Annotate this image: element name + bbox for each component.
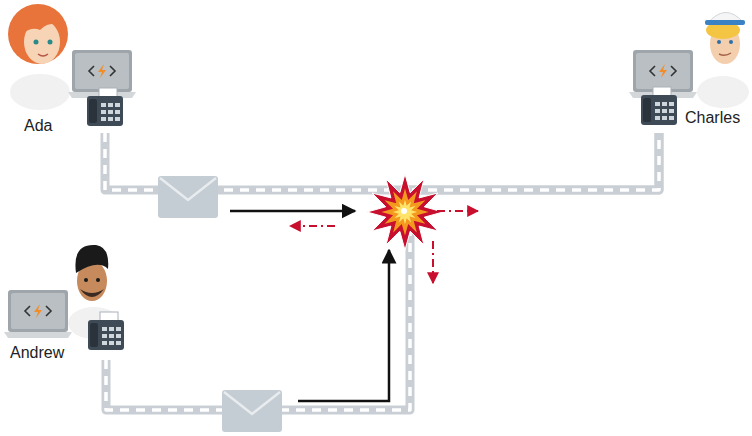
laptop-screen [72,50,132,92]
fax-icon [641,87,677,125]
mouth [719,53,731,55]
fax-key [116,334,121,338]
eye [729,40,733,44]
laptop-icon [4,290,72,338]
eye [34,40,39,45]
chain-outline [105,133,659,190]
shirt [697,76,749,108]
hair [75,245,108,273]
fax-body [87,96,123,126]
envelope-icon [158,176,218,218]
shirt [10,74,70,110]
fax-key [116,327,121,331]
eye [96,278,100,282]
bolt-symbol [34,304,42,318]
chain-outline [106,133,659,410]
fax-key [102,334,107,338]
envelope-icon [222,390,282,432]
laptop-screen [633,50,693,92]
envelope-flap [224,392,280,414]
person-node: Charles [615,0,752,133]
person-figure [8,4,70,110]
fax-key [669,116,674,120]
laptop-display [636,53,690,89]
laptop-base [4,332,72,338]
burst-core [393,200,417,224]
scatter-arrow [437,210,478,212]
burst-middle [381,188,428,235]
fax-key [108,117,113,121]
fax-key [662,116,667,120]
eye [717,40,721,44]
burst-outer [367,174,443,250]
laptop-display [11,293,65,329]
person-node: Ada [0,0,140,133]
fringe [22,19,60,34]
collision-burst [367,174,443,250]
fax-key [109,341,114,345]
envelope-flap [160,178,216,200]
message-arrow [298,250,389,401]
fax-key [115,117,120,121]
fax-key [108,103,113,107]
fax-key [108,110,113,114]
person-name: Ada [24,116,52,136]
person-illustration [0,235,140,360]
fax-key [109,334,114,338]
fax-key [115,103,120,107]
hair [8,4,68,64]
person-figure [697,12,749,108]
fax-key [655,109,660,113]
cap-brim [705,20,745,25]
person-node: Andrew [0,235,140,360]
fax-handset [89,99,97,123]
fax-key [109,327,114,331]
person-illustration [0,0,140,133]
fax-key [115,110,120,114]
person-name: Andrew [10,343,64,363]
laptop-display [75,53,129,89]
mouth [38,54,48,56]
envelope-body [158,176,218,218]
bolt-symbol [659,64,667,78]
beard [80,289,104,297]
eye [48,40,53,45]
fax-key [655,102,660,106]
fax-key [102,341,107,345]
fax-key [669,109,674,113]
laptop-screen [8,290,68,332]
person-name: Charles [685,108,740,128]
fax-key [101,110,106,114]
fax-body [88,320,124,350]
eye [84,278,88,282]
fax-icon [87,88,123,126]
chain-connector [105,133,659,190]
message-arrow [230,210,355,213]
fax-key [662,102,667,106]
burst-spark [401,208,407,214]
bolt-symbol [98,64,106,78]
scatter-arrow [432,241,434,283]
fax-key [101,117,106,121]
fax-key [101,103,106,107]
fax-key [662,109,667,113]
chain-links [106,133,659,410]
fax-key [655,116,660,120]
scatter-arrow [290,225,335,227]
fax-key [102,327,107,331]
chain-connector [106,133,659,410]
fax-icon [88,312,124,350]
fax-handset [643,98,651,122]
envelope-body [222,390,282,432]
fax-body [641,95,677,125]
laptop-icon [629,50,697,98]
fax-key [669,102,674,106]
fax-key [116,341,121,345]
fax-handset [90,323,98,347]
chain-links [105,133,659,190]
